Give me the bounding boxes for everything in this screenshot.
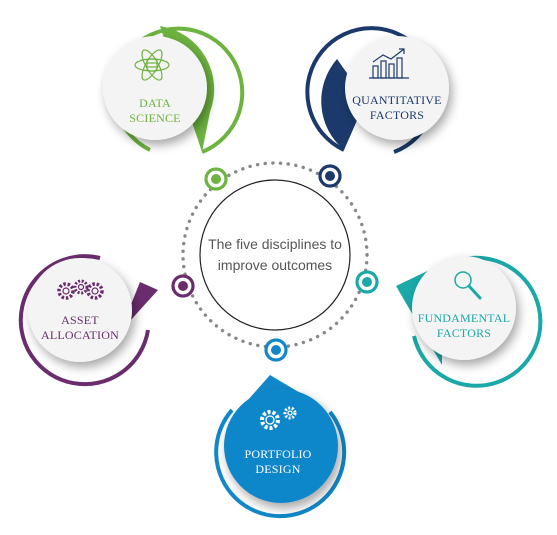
- node-marker-quantitative: [318, 164, 342, 188]
- center-circle: [199, 179, 351, 331]
- node-marker-fundamental: [355, 270, 379, 294]
- label-line1: PORTFOLIO: [244, 447, 312, 461]
- label-quantitative: QUANTITATIVE FACTORS: [342, 93, 452, 123]
- label-line2: SCIENCE: [129, 111, 181, 125]
- center-text-line1: The five disciplines to: [208, 236, 342, 252]
- discipline-data-science: [103, 26, 245, 154]
- label-line2: DESIGN: [255, 462, 301, 476]
- center-text-line2: improve outcomes: [217, 257, 333, 273]
- discipline-portfolio: [214, 375, 347, 519]
- label-line2: FACTORS: [436, 326, 492, 340]
- gears-icon: [57, 279, 104, 300]
- gears-icon: [260, 406, 297, 430]
- center-text: The five disciplines to improve outcomes: [200, 234, 350, 276]
- magnifier-icon: [454, 271, 482, 300]
- discipline-quantitative: [305, 26, 449, 154]
- label-portfolio: PORTFOLIO DESIGN: [228, 447, 328, 477]
- node-marker-asset-allocation: [171, 274, 195, 298]
- data-atom-icon: [134, 49, 170, 81]
- label-asset-allocation: ASSET ALLOCATION: [30, 313, 130, 343]
- label-line2: ALLOCATION: [41, 328, 119, 342]
- node-marker-portfolio: [264, 338, 288, 362]
- label-line1: QUANTITATIVE: [352, 93, 442, 107]
- label-line2: FACTORS: [369, 108, 425, 122]
- label-fundamental: FUNDAMENTAL FACTORS: [414, 311, 514, 341]
- label-data-science: DATA SCIENCE: [105, 96, 205, 126]
- discipline-fundamental: [396, 255, 543, 388]
- label-line1: DATA: [139, 96, 171, 110]
- dotted-orbit-ring: [181, 161, 369, 349]
- discipline-asset-allocation: [18, 254, 158, 387]
- label-line1: ASSET: [61, 313, 99, 327]
- label-line1: FUNDAMENTAL: [417, 311, 511, 325]
- bar-chart-icon: [369, 48, 409, 79]
- node-marker-data-science: [204, 167, 228, 191]
